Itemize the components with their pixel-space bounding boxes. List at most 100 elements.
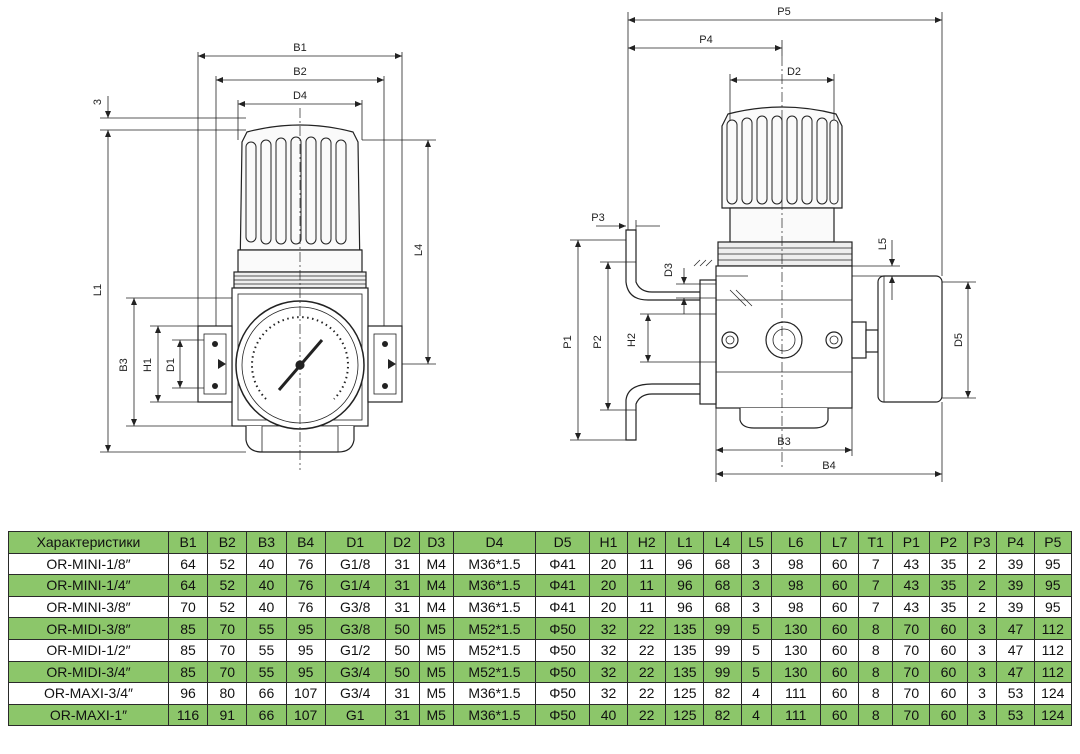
label-l1: L1 [92, 284, 104, 296]
table-cell: 39 [996, 552, 1035, 576]
model-name-cell: OR-MINI-1/4″ [8, 574, 169, 597]
column-header: B2 [207, 531, 248, 554]
table-cell: G3/8 [324, 595, 386, 619]
table-cell: 2 [966, 552, 998, 576]
table-cell: 70 [892, 660, 931, 684]
table-cell: M4 [418, 552, 454, 576]
table-cell: 7 [858, 574, 894, 597]
table-cell: 80 [207, 682, 248, 705]
table-cell: 53 [996, 682, 1035, 705]
label-d5: D5 [953, 333, 965, 347]
table-cell: 11 [627, 574, 667, 597]
table-cell: 11 [627, 552, 667, 576]
table-cell: 66 [246, 703, 287, 727]
table-cell: 85 [167, 617, 209, 640]
table-cell: 107 [285, 682, 326, 705]
table-cell: 82 [703, 703, 742, 727]
table-cell: 96 [665, 552, 705, 576]
table-cell: G1/4 [324, 574, 386, 597]
table-cell: 135 [665, 617, 705, 640]
table-cell: 32 [588, 682, 629, 705]
table-cell: 130 [770, 617, 822, 640]
table-cell: 112 [1033, 617, 1073, 640]
column-header: B1 [167, 531, 209, 554]
table-cell: 3 [966, 682, 998, 705]
model-name-cell: OR-MINI-3/8″ [8, 595, 169, 619]
table-cell: 95 [1033, 595, 1073, 619]
column-header-characteristics: Характеристики [8, 531, 169, 554]
column-header: P5 [1033, 531, 1073, 554]
column-header: P4 [996, 531, 1035, 554]
table-cell: 2 [966, 595, 998, 619]
table-cell: Φ50 [535, 703, 590, 727]
table-cell: 5 [740, 638, 772, 662]
table-cell: 60 [820, 552, 860, 576]
model-name-cell: OR-MIDI-3/4″ [8, 660, 169, 684]
table-cell: G3/8 [324, 617, 386, 640]
side-view [625, 56, 943, 470]
table-cell: 85 [167, 660, 209, 684]
table-cell: M52*1.5 [452, 660, 537, 684]
column-header: L7 [820, 531, 860, 554]
table-cell: 60 [820, 574, 860, 597]
table-cell: 68 [703, 595, 742, 619]
table-cell: M36*1.5 [452, 682, 537, 705]
front-view [197, 108, 403, 470]
table-cell: Φ41 [535, 595, 590, 619]
side-dimension-labels: P5 P4 D2 P3 L5 D3 P1 P2 H2 D5 B3 B4 [562, 6, 965, 472]
table-cell: 112 [1033, 660, 1073, 684]
column-header: P2 [929, 531, 968, 554]
table-cell: 52 [207, 552, 248, 576]
table-cell: 95 [1033, 574, 1073, 597]
table-cell: 60 [820, 617, 860, 640]
table-cell: 60 [929, 617, 968, 640]
table-cell: 47 [996, 660, 1035, 684]
table-cell: 8 [858, 703, 894, 727]
table-cell: 55 [246, 660, 287, 684]
table-cell: M5 [418, 682, 454, 705]
table-cell: 91 [207, 703, 248, 727]
table-cell: Φ50 [535, 617, 590, 640]
side-gauge [877, 275, 943, 403]
table-cell: 50 [384, 638, 420, 662]
table-cell: 3 [966, 660, 998, 684]
table-cell: Φ41 [535, 552, 590, 576]
table-cell: 22 [627, 703, 667, 727]
table-cell: 70 [892, 617, 931, 640]
table-cell: 70 [167, 595, 209, 619]
table-cell: 20 [588, 574, 629, 597]
label-p3: P3 [591, 212, 604, 224]
table-cell: 22 [627, 617, 667, 640]
side-dimensions [570, 12, 976, 482]
label-b1: B1 [293, 42, 306, 54]
table-cell: 53 [996, 703, 1035, 727]
table-cell: 111 [770, 682, 822, 705]
table-cell: 70 [892, 638, 931, 662]
table-cell: 39 [996, 595, 1035, 619]
table-cell: 98 [770, 574, 822, 597]
table-cell: 125 [665, 682, 705, 705]
column-header: P1 [892, 531, 931, 554]
table-cell: 3 [966, 617, 998, 640]
model-name-cell: OR-MAXI-1″ [8, 703, 169, 727]
table-cell: 60 [820, 638, 860, 662]
table-cell: 70 [207, 660, 248, 684]
table-cell: 55 [246, 617, 287, 640]
table-cell: 50 [384, 660, 420, 684]
table-cell: 40 [246, 595, 287, 619]
table-cell: 22 [627, 660, 667, 684]
table-cell: 95 [285, 638, 326, 662]
table-cell: M5 [418, 638, 454, 662]
column-header: D4 [452, 531, 537, 554]
table-cell: 11 [627, 595, 667, 619]
table-cell: 35 [929, 552, 968, 576]
front-dimensions [100, 52, 436, 453]
table-cell: 66 [246, 682, 287, 705]
table-cell: M36*1.5 [452, 703, 537, 727]
table-cell: 112 [1033, 638, 1073, 662]
label-b2: B2 [293, 66, 306, 78]
technical-drawing: B1 B2 D4 3 L1 B3 H1 D1 L4 [92, 6, 976, 482]
